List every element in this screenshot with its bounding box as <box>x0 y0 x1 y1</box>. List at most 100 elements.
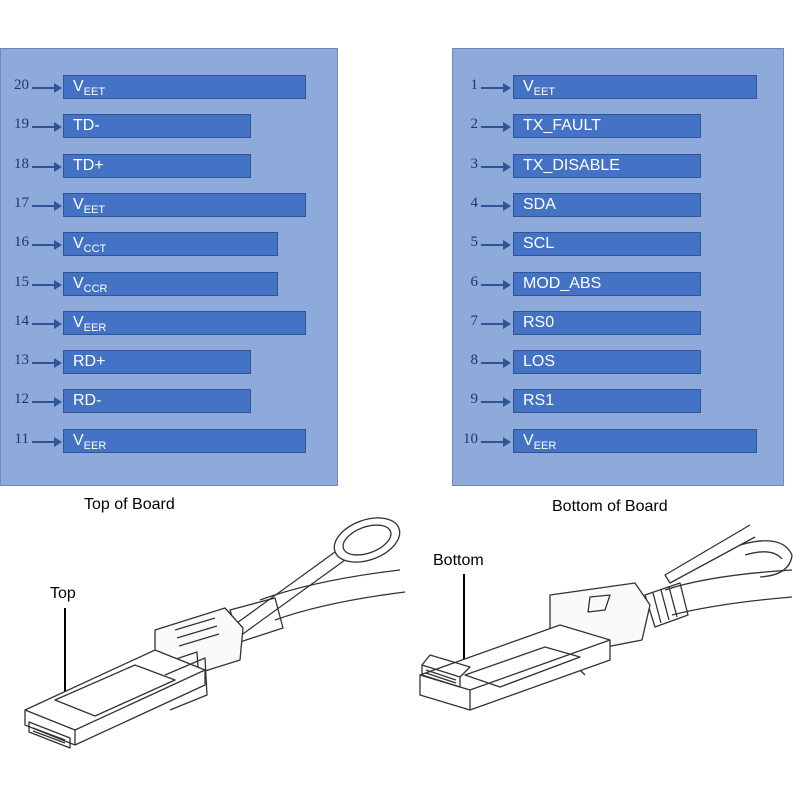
pin-signal-box: TX_FAULT <box>513 114 701 139</box>
pin-row: 15 VCCR <box>1 271 337 298</box>
pin-arrow <box>32 397 62 408</box>
pin-row: 2 TX_FAULT <box>453 114 783 140</box>
pin-number: 13 <box>14 352 29 369</box>
pin-arrow <box>481 161 511 172</box>
pin-arrow <box>32 161 62 172</box>
pin-number: 16 <box>14 234 29 251</box>
pin-row: 13 RD+ <box>1 350 337 376</box>
pin-signal-subscript: EER <box>83 439 107 452</box>
pin-row: 17 VEET <box>1 192 337 219</box>
pin-signal-name: MOD_ABS <box>523 274 602 292</box>
pin-arrow <box>32 436 62 447</box>
pin-signal-box: RS0 <box>513 310 701 335</box>
pin-signal-subscript: EET <box>83 203 106 216</box>
pin-signal-box: VCCR <box>63 271 278 296</box>
pin-signal-name: V <box>73 431 84 449</box>
pin-row: 18 TD+ <box>1 153 337 180</box>
pin-row: 11 VEER <box>1 428 337 455</box>
pin-signal-name: V <box>73 78 84 95</box>
pin-row: 14 VEER <box>1 310 337 337</box>
pin-arrow <box>32 122 62 133</box>
pin-number: 17 <box>14 194 29 211</box>
pin-signal-subscript: EET <box>83 86 106 98</box>
pin-number: 7 <box>470 312 479 329</box>
pin-arrow <box>481 122 511 133</box>
pin-row: 8 LOS <box>453 350 783 376</box>
pin-signal-name: SCL <box>523 235 555 253</box>
pin-signal-box: TD- <box>63 114 251 139</box>
pin-arrow <box>32 240 62 251</box>
pin-signal-box: RS1 <box>513 389 701 414</box>
pin-arrow <box>481 83 511 93</box>
pin-arrow <box>481 358 511 369</box>
pin-signal-name: V <box>73 313 84 331</box>
pin-number: 18 <box>14 155 29 172</box>
pin-arrow <box>481 318 511 329</box>
pin-number: 2 <box>470 116 479 133</box>
pin-signal-name: V <box>523 431 534 449</box>
pin-signal-name: SDA <box>523 195 556 213</box>
pin-signal-box: MOD_ABS <box>513 271 701 296</box>
pin-signal-name: RS1 <box>523 392 555 410</box>
pin-signal-name: TX_FAULT <box>523 117 601 135</box>
pin-signal-box: VEER <box>513 428 757 453</box>
pin-row: 16 VCCT <box>1 232 337 258</box>
pin-arrow <box>481 200 511 211</box>
pin-signal-name: RS0 <box>523 313 555 331</box>
pin-row: 3 TX_DISABLE <box>453 153 783 180</box>
pin-signal-subscript: CCR <box>83 282 108 295</box>
pin-signal-name: RD+ <box>73 353 106 371</box>
pin-signal-name: TX_DISABLE <box>523 156 620 174</box>
pin-signal-box: VCCT <box>63 232 278 257</box>
pin-arrow <box>32 200 62 211</box>
pin-number: 11 <box>14 430 29 447</box>
pin-signal-name: V <box>523 78 534 95</box>
pin-signal-name: RD- <box>73 392 102 410</box>
pin-signal-box: SCL <box>513 232 701 257</box>
pin-number: 1 <box>470 77 479 93</box>
pin-signal-name: TD+ <box>73 156 104 174</box>
sfp-module-bottom-view-illustration <box>419 524 793 711</box>
pin-row: 19 TD- <box>1 114 337 140</box>
pin-number: 3 <box>470 155 479 172</box>
pin-signal-subscript: CCT <box>83 243 107 256</box>
sfp-module-top-view-illustration <box>24 517 406 749</box>
pin-arrow <box>32 279 62 290</box>
pin-signal-box: LOS <box>513 350 701 375</box>
pin-signal-box: TD+ <box>63 153 251 178</box>
top-label: Top <box>50 585 76 602</box>
pin-signal-box: RD+ <box>63 350 251 375</box>
pin-row: 10 VEER <box>453 428 783 455</box>
pin-number: 12 <box>14 391 29 408</box>
pin-signal-box: VEET <box>63 192 306 217</box>
pin-signal-box: RD- <box>63 389 251 414</box>
pin-row: 7 RS0 <box>453 310 783 337</box>
pin-row: 9 RS1 <box>453 389 783 415</box>
pin-number: 15 <box>14 273 29 290</box>
pin-arrow <box>32 83 62 93</box>
pin-arrow <box>32 318 62 329</box>
pin-signal-subscript: EET <box>533 86 556 98</box>
pin-number: 9 <box>470 391 479 408</box>
pin-arrow <box>481 240 511 251</box>
pin-signal-subscript: EER <box>533 439 557 452</box>
pin-row: 1 VEET <box>453 75 783 101</box>
pin-arrow <box>32 358 62 369</box>
pin-signal-box: VEET <box>63 75 306 99</box>
pin-arrow <box>481 279 511 290</box>
pin-number: 8 <box>470 352 479 369</box>
pin-signal-subscript: EER <box>83 321 107 334</box>
pin-signal-name: V <box>73 274 84 292</box>
pin-number: 14 <box>14 312 29 329</box>
pin-arrow <box>481 397 511 408</box>
pin-signal-box: VEET <box>513 75 757 99</box>
pin-signal-box: SDA <box>513 192 701 217</box>
pin-signal-box: VEER <box>63 310 306 335</box>
pin-number: 10 <box>463 430 478 447</box>
pin-number: 5 <box>470 234 479 251</box>
pin-number: 19 <box>14 116 29 133</box>
